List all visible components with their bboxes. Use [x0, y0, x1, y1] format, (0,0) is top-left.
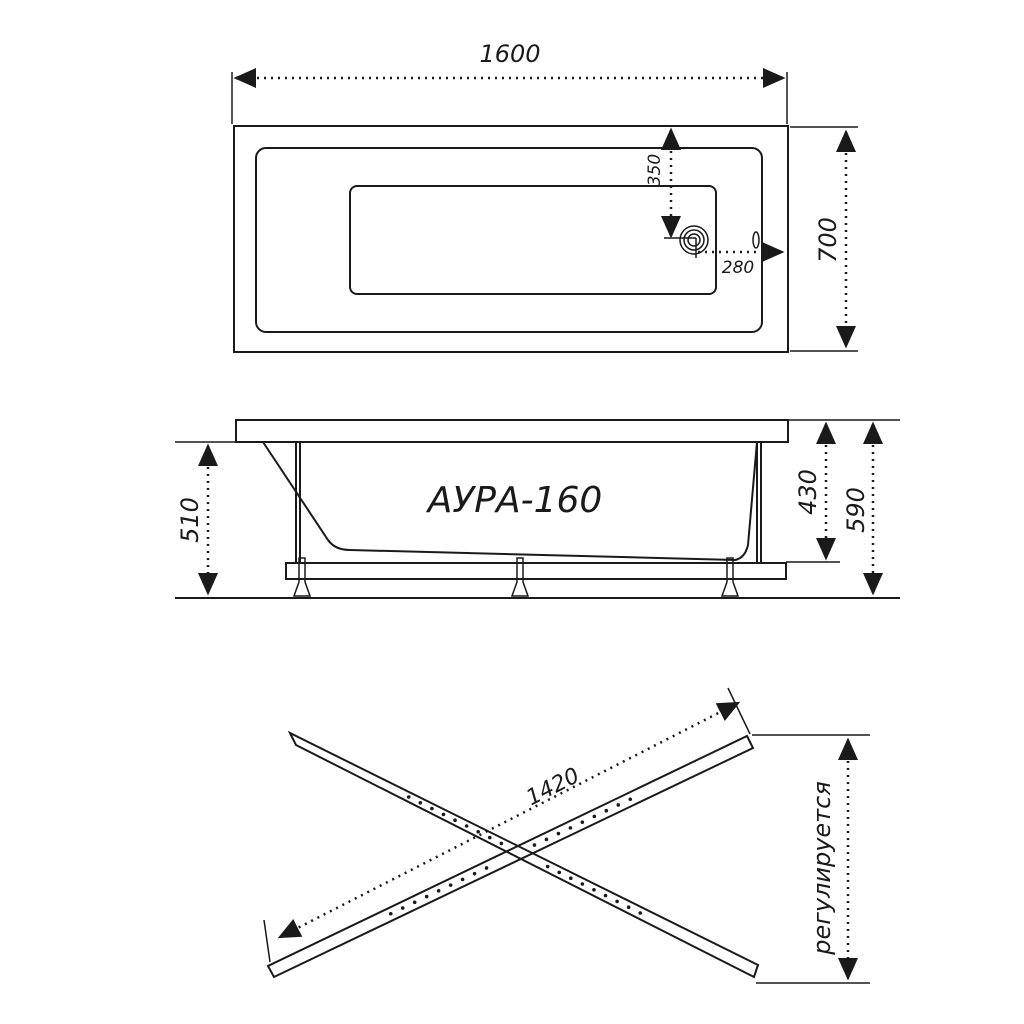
hole: [424, 894, 429, 899]
frame-bar: [266, 734, 755, 979]
drain-ring: [683, 229, 705, 251]
width-label: 1600: [479, 40, 540, 68]
hole: [580, 820, 585, 824]
frame-base: [285, 562, 787, 580]
hole: [388, 911, 393, 916]
frame-bar: [287, 730, 760, 979]
adjustable-legs: [292, 557, 740, 597]
hole: [616, 803, 621, 807]
hole: [556, 831, 561, 836]
extension-line: [727, 687, 751, 735]
leg-height-label: 510: [176, 497, 204, 543]
hole: [487, 835, 492, 840]
leg-icon: [292, 557, 312, 597]
hole: [532, 843, 537, 847]
drain-end-label: 280: [722, 258, 754, 278]
leg-icon: [720, 557, 740, 597]
hole: [460, 877, 465, 882]
tub-bottom-outline: [349, 185, 717, 295]
hole: [441, 812, 446, 817]
hole: [476, 830, 481, 834]
drain-side-label: 350: [645, 154, 665, 186]
hole: [568, 826, 573, 830]
hole: [580, 882, 585, 886]
length-dimension: [277, 701, 741, 939]
hole: [615, 899, 619, 904]
hole: [430, 806, 434, 811]
length-label: 1420: [522, 763, 583, 811]
leg-icon: [510, 557, 530, 597]
tub-rim-outline: [233, 125, 789, 353]
hole: [592, 814, 597, 819]
hole: [472, 871, 477, 876]
hole: [592, 888, 596, 892]
overflow-icon: [752, 231, 760, 249]
hole: [412, 900, 417, 905]
adjustable-label: регулируется: [808, 781, 836, 956]
hole: [464, 824, 469, 828]
hole: [628, 797, 633, 802]
hole: [448, 883, 453, 887]
drain-icon: [679, 225, 709, 255]
side-view: 510 430 590 АУРА-160: [175, 419, 900, 599]
hole: [436, 889, 441, 893]
total-height-label: 590: [842, 487, 870, 533]
hole: [569, 876, 573, 880]
hole: [603, 893, 608, 898]
hole: [557, 870, 562, 875]
hole: [418, 801, 423, 805]
hole: [545, 864, 550, 869]
tub-rim: [235, 419, 789, 443]
extension-line: [263, 919, 271, 963]
tub-height-label: 430: [794, 469, 822, 515]
tub-inner-outline: [255, 147, 763, 333]
drain-ring: [687, 233, 701, 247]
hole: [544, 837, 549, 842]
frame-view: 1420 регулируется: [263, 687, 870, 984]
hole: [499, 841, 504, 846]
depth-label: 700: [814, 217, 842, 263]
tub-body: [262, 441, 758, 562]
hole: [406, 795, 411, 799]
hole: [638, 911, 643, 915]
top-view: 1600 700 350 280: [231, 40, 858, 353]
hole: [626, 905, 631, 909]
hole: [484, 866, 489, 870]
model-title: АУРА-160: [426, 480, 603, 521]
hole: [453, 818, 457, 822]
hole: [400, 906, 405, 910]
hole: [604, 808, 609, 813]
